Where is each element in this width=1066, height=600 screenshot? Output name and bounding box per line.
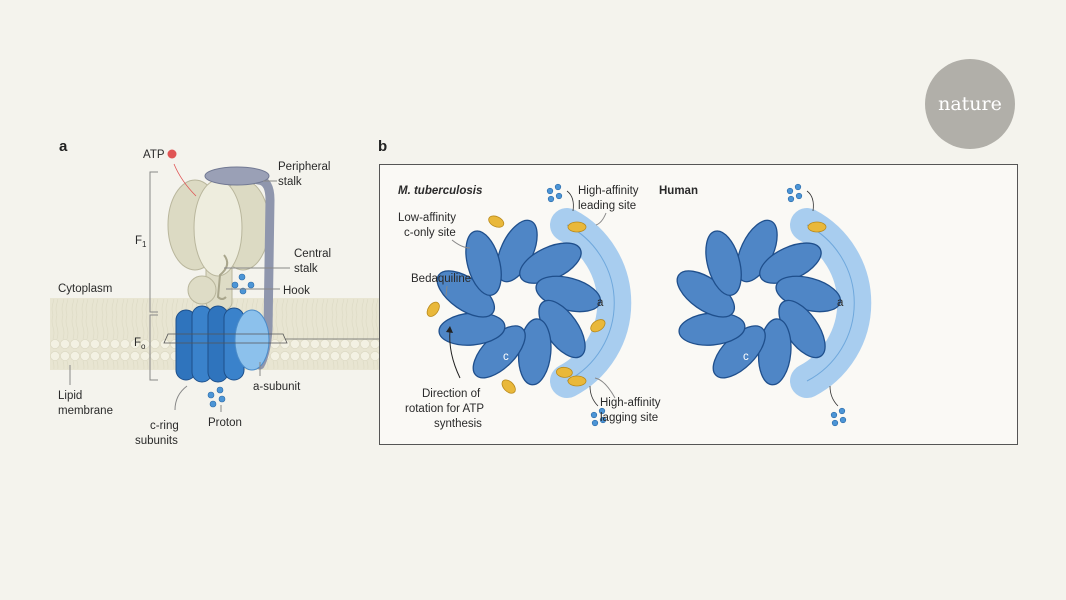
lagging-site-label-2: lagging site (600, 412, 658, 424)
panel-a-label: a (59, 138, 68, 155)
low-affinity-label-1: Low-affinity (398, 212, 456, 224)
mtb-c-ring (426, 183, 632, 427)
mtb-c-label: c (503, 351, 509, 363)
leading-site-label-2: leading site (578, 200, 636, 212)
direction-label-3: synthesis (434, 418, 482, 430)
proton (599, 416, 607, 424)
proton-exit-arrow (589, 385, 599, 407)
c-ring (175, 305, 270, 383)
lipid-membrane-label-1: Lipid (58, 390, 82, 402)
proton (598, 407, 606, 415)
nature-logo: nature (925, 59, 1015, 149)
f1-bracket (149, 171, 158, 313)
human-c-ring (676, 183, 872, 427)
human-a-label: a (837, 297, 844, 309)
peripheral-stalk-label-1: Peripheral (278, 161, 330, 173)
a-subunit-shape (234, 309, 270, 371)
proton (554, 183, 562, 191)
proton (547, 195, 555, 203)
a-subunit-label: a-subunit (253, 381, 301, 393)
f0-bracket (149, 314, 158, 381)
lipid-membrane-label-2: membrane (58, 405, 113, 417)
lagging-site-label-1: High-affinity (600, 397, 661, 409)
central-stalk-label-1: Central (294, 248, 331, 260)
a-subunit-outline (566, 224, 615, 382)
cytoplasm-label: Cytoplasm (58, 283, 112, 295)
mtb-title: M. tuberculosis (398, 185, 482, 197)
proton (795, 192, 803, 200)
protons-outside (207, 386, 226, 408)
proton-label: Proton (208, 417, 242, 429)
proton (838, 407, 846, 415)
bedaquiline-leading (567, 221, 587, 233)
direction-label-2: rotation for ATP (405, 403, 484, 415)
proton (555, 192, 563, 200)
proton (546, 187, 554, 195)
proton (794, 183, 802, 191)
proton (786, 187, 794, 195)
proton (831, 419, 839, 427)
proton (830, 411, 838, 419)
central-stalk-label-2: stalk (294, 263, 318, 275)
human-title: Human (659, 185, 698, 197)
proton (839, 416, 847, 424)
c-ring-label-2: subunits (135, 435, 178, 447)
low-affinity-label-2: c-only site (404, 227, 456, 239)
bedaquiline-molecule (501, 379, 516, 394)
a-subunit-outline (806, 224, 855, 382)
atp-label: ATP (143, 149, 165, 161)
proton (590, 411, 598, 419)
bedaquiline-leading (807, 221, 827, 233)
bedaquiline-lagging (567, 375, 587, 387)
f0-label: Fo (134, 337, 146, 351)
bedaquiline-molecule (555, 366, 573, 378)
c-subunit (465, 230, 502, 296)
human-c-label: c (743, 351, 749, 363)
bedaquiline-label: Bedaquiline (411, 273, 471, 285)
bedaquiline-molecule (488, 215, 505, 228)
direction-label-1: Direction of (422, 388, 481, 400)
leading-site-label-1: High-affinity (578, 185, 639, 197)
bedaquiline-molecule (590, 319, 606, 333)
proton-entry-arrow (566, 190, 574, 212)
panel-b-label: b (378, 138, 387, 155)
protons-cytoplasm (231, 273, 255, 295)
peripheral-stalk-label-2: stalk (278, 176, 302, 188)
mtb-a-label: a (597, 297, 604, 309)
bedaquiline-molecule (426, 301, 440, 317)
nature-logo-text: nature (938, 93, 1002, 115)
atp-molecule-icon (167, 149, 177, 159)
hook-shape (216, 254, 229, 300)
hook-label: Hook (283, 285, 310, 297)
rotation-arrow (449, 329, 461, 379)
proton (787, 195, 795, 203)
f1-head (167, 179, 270, 311)
proton (591, 419, 599, 427)
c-subunit (705, 230, 742, 296)
proton-exit-arrow (829, 385, 839, 407)
proton-entry-arrow (806, 190, 814, 212)
f1-label: F1 (135, 235, 147, 249)
c-ring-label-1: c-ring (150, 420, 179, 432)
